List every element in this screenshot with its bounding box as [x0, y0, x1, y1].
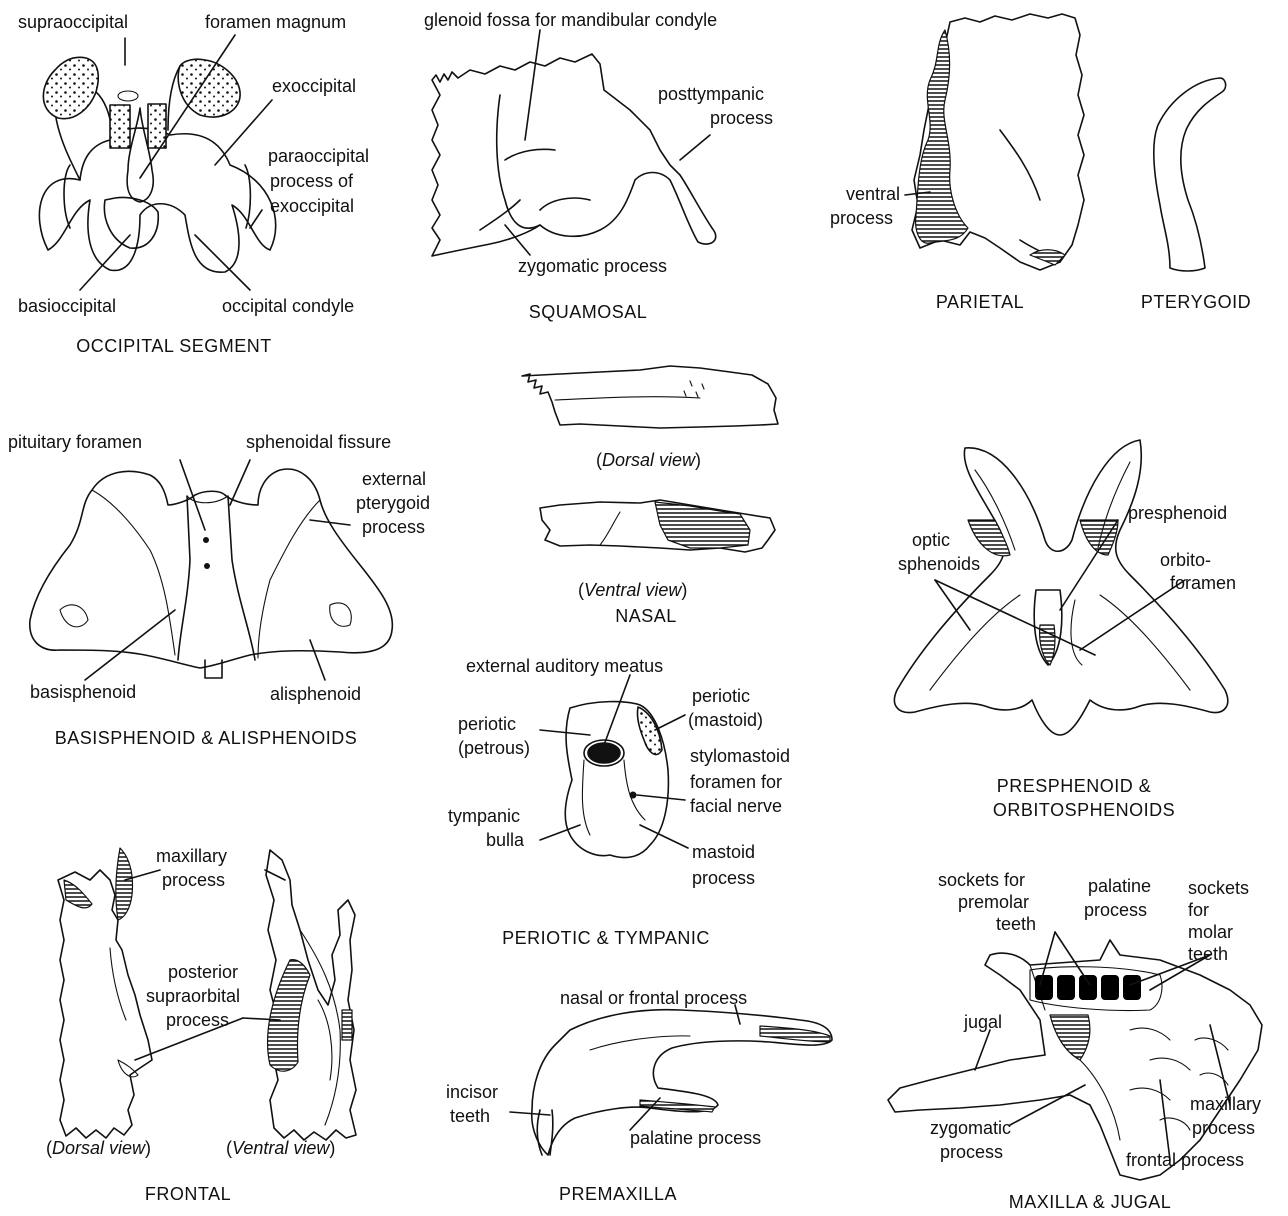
- label-premolar-1: sockets for: [938, 870, 1025, 891]
- label-basisphenoid: basisphenoid: [30, 682, 136, 703]
- label-nasal-frontal-process: nasal or frontal process: [560, 988, 747, 1009]
- title-premaxilla: PREMAXILLA: [559, 1184, 677, 1205]
- label-optic-1: optic: [912, 530, 950, 551]
- occipital-segment-drawing: [39, 57, 275, 272]
- label-exoccipital: exoccipital: [272, 76, 356, 97]
- label-sphenoidal-fissure: sphenoidal fissure: [246, 432, 391, 453]
- label-incisor-1: incisor: [446, 1082, 498, 1103]
- label-nasal-ventral: (Ventral view): [578, 580, 687, 601]
- label-maxilla-maxillary-1: maxillary: [1190, 1094, 1261, 1115]
- title-basisphenoid: BASISPHENOID & ALISPHENOIDS: [55, 728, 358, 749]
- label-alisphenoid: alisphenoid: [270, 684, 361, 705]
- title-presphenoid-2: ORBITOSPHENOIDS: [993, 800, 1175, 821]
- label-pituitary-foramen: pituitary foramen: [8, 432, 142, 453]
- label-zygomatic-1: zygomatic: [930, 1118, 1011, 1139]
- label-glenoid-fossa: glenoid fossa for mandibular condyle: [424, 10, 717, 31]
- title-squamosal: SQUAMOSAL: [529, 302, 648, 323]
- parietal-drawing: [912, 14, 1084, 270]
- label-orbito-1: orbito-: [1160, 550, 1211, 571]
- title-frontal: FRONTAL: [145, 1184, 231, 1205]
- title-presphenoid-1: PRESPHENOID &: [997, 776, 1152, 797]
- label-incisor-2: teeth: [450, 1106, 490, 1127]
- label-posttympanic-2: process: [710, 108, 773, 129]
- label-tympanic-1: tympanic: [448, 806, 520, 827]
- label-maxillary-2: process: [162, 870, 225, 891]
- basisphenoid-drawing: [30, 469, 393, 678]
- label-premolar-3: teeth: [996, 914, 1036, 935]
- title-maxilla-jugal: MAXILLA & JUGAL: [1009, 1192, 1172, 1213]
- label-mastoid-2: process: [692, 868, 755, 889]
- label-optic-2: sphenoids: [898, 554, 980, 575]
- label-palatine-2: process: [1084, 900, 1147, 921]
- label-maxilla-maxillary-2: process: [1192, 1118, 1255, 1139]
- label-frontal-ventral: (Ventral view): [226, 1138, 335, 1159]
- pterygoid-drawing: [1154, 78, 1226, 271]
- label-stylomastoid-1: stylomastoid: [690, 746, 790, 767]
- label-foramen-magnum: foramen magnum: [205, 12, 346, 33]
- label-frontal-dorsal: (Dorsal view): [46, 1138, 151, 1159]
- label-posttympanic-1: posttympanic: [658, 84, 764, 105]
- label-premolar-2: premolar: [958, 892, 1029, 913]
- label-supraoccipital: supraoccipital: [18, 12, 128, 33]
- label-ventral-1: ventral: [846, 184, 900, 205]
- label-tympanic-2: bulla: [486, 830, 524, 851]
- title-occipital-segment: OCCIPITAL SEGMENT: [76, 336, 272, 357]
- label-nasal-dorsal: (Dorsal view): [596, 450, 701, 471]
- label-molar-2: for: [1188, 900, 1209, 921]
- label-paraoccipital-1: paraoccipital: [268, 146, 369, 167]
- title-pterygoid: PTERYGOID: [1141, 292, 1251, 313]
- label-jugal: jugal: [964, 1012, 1002, 1033]
- label-external-1: external: [362, 469, 426, 490]
- label-external-auditory-meatus: external auditory meatus: [466, 656, 663, 677]
- label-stylomastoid-3: facial nerve: [690, 796, 782, 817]
- label-molar-1: sockets: [1188, 878, 1249, 899]
- label-maxillary-1: maxillary: [156, 846, 227, 867]
- label-maxilla-frontal: frontal process: [1126, 1150, 1244, 1171]
- title-nasal: NASAL: [615, 606, 677, 627]
- label-posterior-3: process: [166, 1010, 229, 1031]
- label-basioccipital: basioccipital: [18, 296, 116, 317]
- label-external-3: process: [362, 517, 425, 538]
- label-premaxilla-palatine: palatine process: [630, 1128, 761, 1149]
- label-zygomatic-process: zygomatic process: [518, 256, 667, 277]
- periotic-drawing: [565, 702, 668, 858]
- title-periotic: PERIOTIC & TYMPANIC: [502, 928, 710, 949]
- label-periotic-petrous-2: (petrous): [458, 738, 530, 759]
- label-molar-4: teeth: [1188, 944, 1228, 965]
- label-occipital-condyle: occipital condyle: [222, 296, 354, 317]
- label-zygomatic-2: process: [940, 1142, 1003, 1163]
- label-external-2: pterygoid: [356, 493, 430, 514]
- label-periotic-mastoid-1: periotic: [692, 686, 750, 707]
- label-mastoid-1: mastoid: [692, 842, 755, 863]
- title-parietal: PARIETAL: [936, 292, 1024, 313]
- label-orbito-2: foramen: [1170, 573, 1236, 594]
- label-paraoccipital-2: process of: [270, 171, 353, 192]
- label-stylomastoid-2: foramen for: [690, 772, 782, 793]
- label-periotic-petrous-1: periotic: [458, 714, 516, 735]
- label-presphenoid: presphenoid: [1128, 503, 1227, 524]
- label-paraoccipital-3: exoccipital: [270, 196, 354, 217]
- label-molar-3: molar: [1188, 922, 1233, 943]
- label-ventral-2: process: [830, 208, 893, 229]
- label-periotic-mastoid-2: (mastoid): [688, 710, 763, 731]
- label-palatine-1: palatine: [1088, 876, 1151, 897]
- label-posterior-1: posterior: [168, 962, 238, 983]
- label-posterior-2: supraorbital: [146, 986, 240, 1007]
